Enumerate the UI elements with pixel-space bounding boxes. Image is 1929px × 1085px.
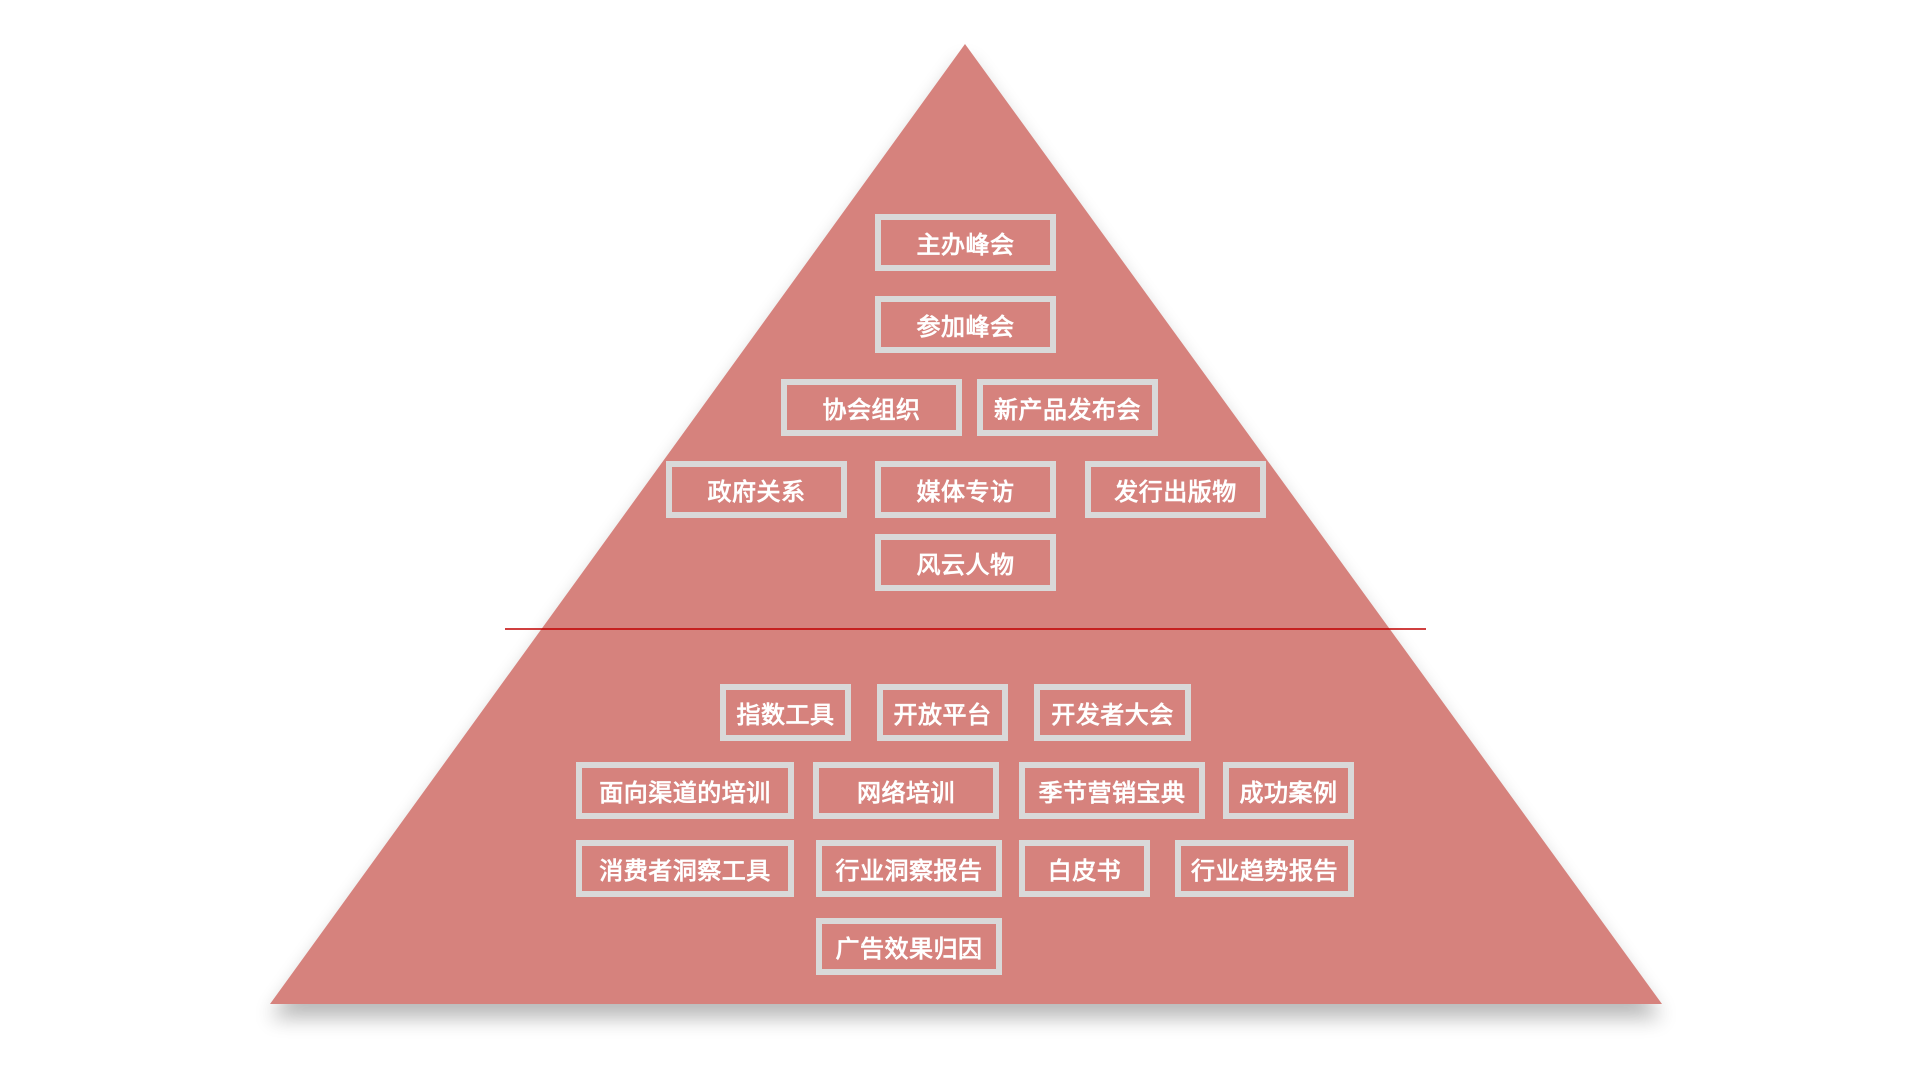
upper-item-host-summit: 主办峰会: [875, 214, 1056, 271]
lower-item-consumer-insight-tools: 消费者洞察工具: [576, 840, 794, 897]
lower-item-online-training: 网络培训: [813, 762, 999, 819]
lower-item-seasonal-marketing-guide: 季节营销宝典: [1019, 762, 1205, 819]
lower-item-success-cases: 成功案例: [1223, 762, 1354, 819]
lower-item-channel-training: 面向渠道的培训: [576, 762, 794, 819]
lower-item-index-tools: 指数工具: [720, 684, 851, 741]
upper-item-media-interview: 媒体专访: [875, 461, 1056, 518]
lower-item-open-platform: 开放平台: [877, 684, 1008, 741]
lower-item-developer-conference: 开发者大会: [1034, 684, 1191, 741]
upper-item-influential-people: 风云人物: [875, 534, 1056, 591]
lower-item-ad-attribution: 广告效果归因: [816, 918, 1002, 975]
lower-item-industry-trend-report: 行业趋势报告: [1175, 840, 1354, 897]
upper-item-government-relations: 政府关系: [666, 461, 847, 518]
upper-item-product-launch: 新产品发布会: [977, 379, 1158, 436]
upper-item-associations: 协会组织: [781, 379, 962, 436]
upper-item-attend-summit: 参加峰会: [875, 296, 1056, 353]
lower-item-white-paper: 白皮书: [1019, 840, 1150, 897]
upper-item-publications: 发行出版物: [1085, 461, 1266, 518]
lower-item-industry-insight-report: 行业洞察报告: [816, 840, 1002, 897]
